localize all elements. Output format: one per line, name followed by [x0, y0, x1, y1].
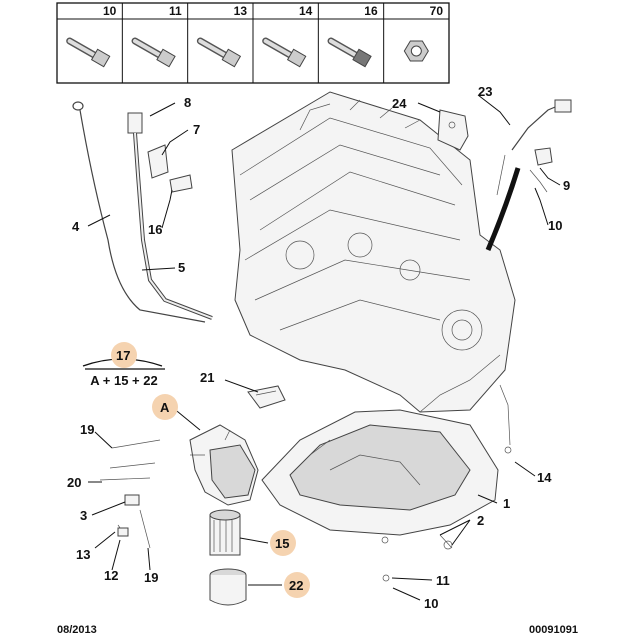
callout-labels: 8 7 4 5 16 23 24 9 10 17 21 A 19 20 3 13… [67, 84, 570, 611]
fastener-col-5-label: 70 [430, 4, 444, 18]
kit-formula-text: A + 15 + 22 [90, 373, 157, 388]
filter-cap [209, 568, 247, 606]
callout-13: 13 [76, 547, 90, 562]
fastener-col-3-drawing [262, 37, 307, 68]
callout-8: 8 [184, 95, 191, 110]
highlight-markers [111, 342, 310, 598]
fastener-col-1-label: 11 [169, 4, 182, 18]
sensor-cable [485, 99, 572, 251]
callout-19-top: 19 [80, 422, 94, 437]
callout-A: A [160, 400, 170, 415]
callout-1: 1 [503, 496, 510, 511]
callout-16: 16 [148, 222, 162, 237]
fastener-col-2-label: 13 [234, 4, 248, 18]
callout-4: 4 [72, 219, 80, 234]
callout-23: 23 [478, 84, 492, 99]
fastener-col-0-label: 10 [103, 4, 117, 18]
oil-pan [261, 409, 499, 536]
oil-filter-cartridge [209, 509, 241, 556]
loose-fasteners [99, 384, 512, 582]
callout-22: 22 [289, 578, 303, 593]
callout-14: 14 [537, 470, 552, 485]
fastener-col-3-label: 14 [299, 4, 313, 18]
callout-24: 24 [392, 96, 407, 111]
mounting-bracket [437, 109, 469, 151]
callout-5: 5 [178, 260, 185, 275]
footer-date: 08/2013 [57, 624, 97, 636]
filter-housing [189, 424, 259, 506]
callout-21: 21 [200, 370, 214, 385]
callout-12: 12 [104, 568, 118, 583]
fastener-col-4-label: 16 [364, 4, 378, 18]
fastener-col-1-drawing [131, 37, 176, 68]
highlight-17 [111, 342, 137, 368]
callout-3: 3 [80, 508, 87, 523]
callout-10-bottom: 10 [424, 596, 438, 611]
callout-15: 15 [275, 536, 289, 551]
callout-19-bottom: 19 [144, 570, 158, 585]
callout-2: 2 [477, 513, 484, 528]
dipstick-guide-tube [127, 112, 213, 320]
fastener-col-0-drawing [66, 37, 111, 68]
dipstick [72, 101, 206, 323]
fastener-col-4-drawing [327, 37, 372, 68]
callout-17: 17 [116, 348, 130, 363]
highlight-A [152, 394, 178, 420]
callout-10-top: 10 [548, 218, 562, 233]
callout-11: 11 [436, 573, 450, 588]
tube-bracket [147, 144, 193, 193]
highlight-22 [284, 572, 310, 598]
leader-lines [87, 94, 561, 601]
fastener-col-5-drawing [403, 40, 429, 62]
callout-9: 9 [563, 178, 570, 193]
highlight-15 [270, 530, 296, 556]
gasket [247, 385, 286, 409]
callout-7: 7 [193, 122, 200, 137]
fastener-col-2-drawing [196, 37, 242, 68]
fastener-table: 10 11 13 14 16 70 [56, 2, 450, 84]
engine-block [231, 91, 516, 413]
footer-reference: 00091091 [529, 624, 578, 636]
callout-20: 20 [67, 475, 81, 490]
clip-bracket [529, 147, 553, 193]
